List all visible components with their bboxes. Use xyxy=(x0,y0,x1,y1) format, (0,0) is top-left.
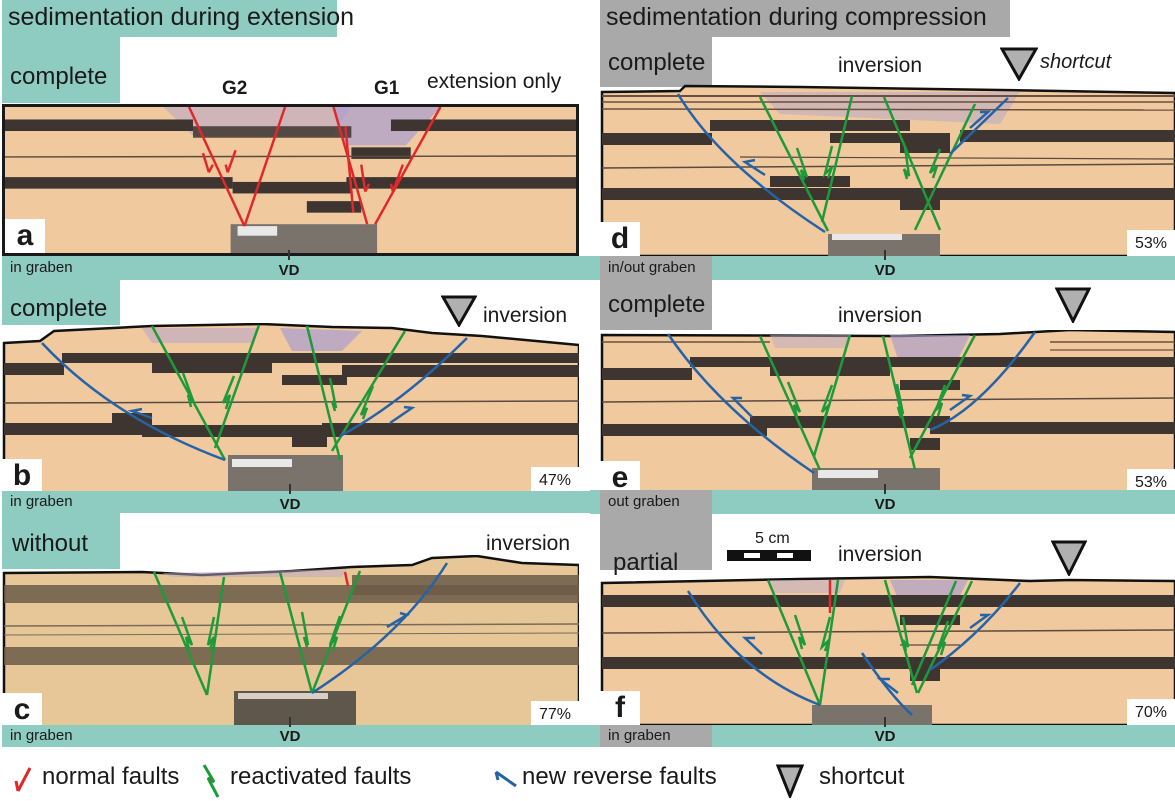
teal-strip-d xyxy=(712,256,1175,280)
teal-gap-f xyxy=(590,725,600,747)
percent-f: 70% xyxy=(1127,699,1175,725)
panel-b: b 47% xyxy=(2,323,579,493)
shortcut-triangle-icon-e xyxy=(1055,287,1091,323)
vd-tick-a xyxy=(288,250,290,260)
sed-band-f xyxy=(600,510,712,570)
cross-section-c xyxy=(2,555,579,727)
legend-label-shortcut: shortcut xyxy=(819,763,905,790)
shortcut-triangle-icon xyxy=(776,764,804,798)
new-reverse-fault-icon xyxy=(494,770,517,788)
teal-strip-f xyxy=(712,725,1175,747)
vd-tick-b xyxy=(289,484,291,494)
column-header-compression: sedimentation during compression xyxy=(600,0,1010,37)
panel-letter-c: c xyxy=(2,693,42,727)
caption-c: inversion xyxy=(486,532,571,555)
position-label-a: in graben xyxy=(10,259,73,276)
normal-fault-icon xyxy=(14,767,32,792)
position-strip-e: out graben xyxy=(600,490,712,514)
sedimentation-label-c: without xyxy=(12,530,89,557)
reactivated-fault-icon xyxy=(202,764,220,798)
panel-letter-f: f xyxy=(600,691,640,725)
panel-letter-d: d xyxy=(600,222,640,256)
scale-bar-label: 5 cm xyxy=(755,530,790,547)
position-label-e: out graben xyxy=(608,493,680,510)
teal-strip-e xyxy=(712,490,1175,514)
vd-tick-d xyxy=(884,250,886,260)
caption-f: inversion xyxy=(838,543,923,566)
shortcut-triangle-icon-f xyxy=(1051,540,1087,576)
position-label-d: in/out graben xyxy=(608,259,696,276)
cross-section-b xyxy=(2,323,579,493)
panel-f: f 70% xyxy=(600,575,1175,725)
panel-e: e 53% xyxy=(600,330,1175,495)
cross-section-a xyxy=(5,107,576,253)
sedimentation-label-d: complete xyxy=(608,49,706,76)
shortcut-triangle-icon-d xyxy=(1000,47,1038,81)
caption-e: inversion xyxy=(838,304,923,327)
position-label-b: in graben xyxy=(10,493,73,510)
teal-gap-d xyxy=(590,256,600,280)
sed-band-d xyxy=(600,37,712,87)
shortcut-triangle-icon-b xyxy=(441,295,477,327)
cross-section-d xyxy=(600,84,1175,256)
scale-bar xyxy=(727,550,811,561)
vd-label-f: VD xyxy=(874,728,896,745)
vd-label-b: VD xyxy=(279,496,301,513)
caption-d: inversion xyxy=(838,54,923,77)
caption-b: inversion xyxy=(483,304,568,327)
column-header-extension: sedimentation during extension xyxy=(2,0,354,37)
legend-label-new-reverse-faults: new reverse faults xyxy=(522,763,717,790)
panel-c: c 77% xyxy=(2,555,579,727)
panel-letter-e: e xyxy=(600,461,640,495)
percent-b: 47% xyxy=(531,467,579,493)
vd-label-e: VD xyxy=(874,496,896,513)
graben-label-g1: G1 xyxy=(374,78,400,99)
teal-gap-e xyxy=(590,490,600,514)
vd-label-d: VD xyxy=(874,262,896,279)
vd-label-a: VD xyxy=(278,262,300,279)
sedimentation-label-f: partial xyxy=(613,549,679,576)
position-label-c: in graben xyxy=(10,727,73,744)
sed-band-a xyxy=(2,37,120,103)
position-label-f: in graben xyxy=(608,727,671,744)
sedimentation-label-a: complete xyxy=(10,63,108,90)
position-strip-d: in/out graben xyxy=(600,256,712,280)
panel-letter-a: a xyxy=(5,219,45,253)
vd-tick-c xyxy=(289,717,291,727)
percent-d: 53% xyxy=(1127,230,1175,256)
graben-label-g2: G2 xyxy=(222,78,248,99)
panel-a: a xyxy=(2,104,579,256)
panel-d: d 53% xyxy=(600,84,1175,256)
vd-tick-f xyxy=(884,717,886,727)
legend-label-normal-faults: normal faults xyxy=(42,763,180,790)
vd-tick-e xyxy=(884,484,886,494)
sedimentation-label-e: complete xyxy=(608,291,706,318)
panel-letter-b: b xyxy=(2,459,42,493)
sedimentation-label-b: complete xyxy=(10,295,108,322)
legend-label-reactivated-faults: reactivated faults xyxy=(230,763,412,790)
position-strip-f: in graben xyxy=(600,725,712,747)
caption-a: extension only xyxy=(427,70,562,93)
vd-label-c: VD xyxy=(279,728,301,745)
cross-section-e xyxy=(600,330,1175,495)
shortcut-label-d: shortcut xyxy=(1040,51,1112,73)
percent-c: 77% xyxy=(531,701,579,727)
cross-section-f xyxy=(600,575,1175,725)
sed-band-e xyxy=(600,278,712,330)
